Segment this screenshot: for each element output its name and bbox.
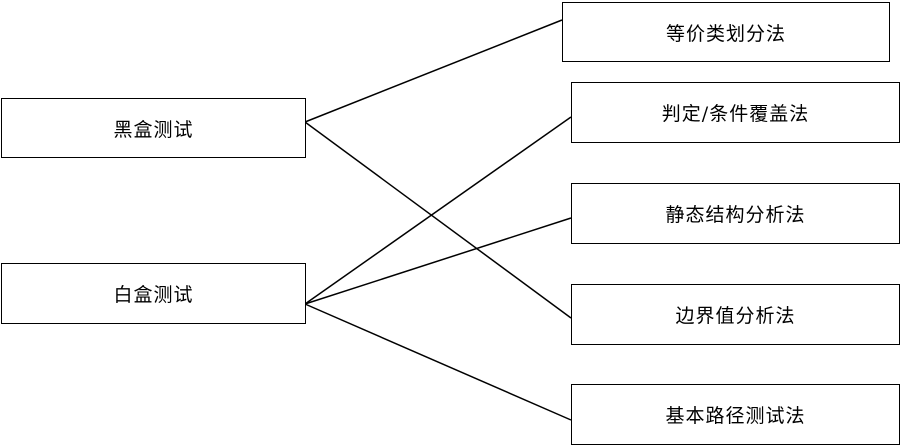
- connector-black-box-to-equivalence: [304, 19, 563, 123]
- node-decision-condition-coverage: 判定/条件覆盖法: [571, 82, 900, 143]
- node-basis-path-testing: 基本路径测试法: [571, 384, 900, 445]
- node-static-structure-analysis: 静态结构分析法: [571, 183, 900, 244]
- node-boundary-value-analysis: 边界值分析法: [571, 284, 900, 345]
- node-label: 静态结构分析法: [665, 204, 806, 226]
- node-equivalence-partitioning: 等价类划分法: [562, 2, 890, 62]
- node-label: 白盒测试: [113, 284, 194, 306]
- node-label: 等价类划分法: [665, 22, 786, 45]
- connector-white-box-to-decision-condition: [304, 116, 572, 305]
- connector-white-box-to-basis-path: [304, 303, 572, 421]
- node-black-box-testing: 黑盒测试: [1, 98, 306, 158]
- node-label: 判定/条件覆盖法: [661, 103, 810, 125]
- node-label: 基本路径测试法: [665, 405, 806, 427]
- node-label: 边界值分析法: [675, 305, 796, 327]
- connector-black-box-to-boundary-value: [304, 121, 572, 319]
- node-white-box-testing: 白盒测试: [1, 263, 306, 324]
- connector-white-box-to-static-analysis: [304, 217, 572, 305]
- node-label: 黑盒测试: [113, 118, 194, 141]
